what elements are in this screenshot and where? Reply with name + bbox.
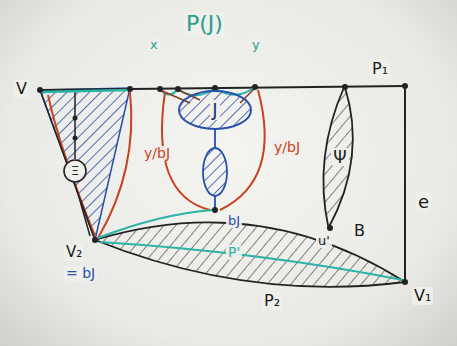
- graph-label: B: [352, 222, 367, 240]
- graph-label: y/bJ: [272, 140, 302, 155]
- graph-label: u': [316, 234, 332, 248]
- graph-label: P(J): [184, 12, 225, 36]
- graph-label: bJ: [226, 214, 242, 228]
- graph-label: x: [148, 38, 160, 52]
- graph-label: P₁: [370, 60, 390, 78]
- graph-label: P': [226, 245, 242, 260]
- vertex-set-outline: Ψ: [317, 85, 363, 229]
- vertex-set-outline: Ξ: [63, 159, 87, 183]
- graph-label: y: [250, 38, 262, 52]
- set-label: Ξ: [69, 164, 81, 178]
- graph-label: V: [14, 80, 29, 98]
- graph-label: e: [416, 192, 431, 212]
- set-label: J: [210, 100, 219, 120]
- graph-label: V₂: [64, 244, 84, 261]
- graph-label: y/bJ: [142, 146, 172, 161]
- graph-label: P₂: [262, 292, 282, 310]
- set-label: Ψ: [331, 148, 348, 167]
- graph-label: = bJ: [64, 266, 97, 281]
- graph-label: V₁: [412, 287, 433, 305]
- vertex-set-outline: J: [178, 90, 252, 130]
